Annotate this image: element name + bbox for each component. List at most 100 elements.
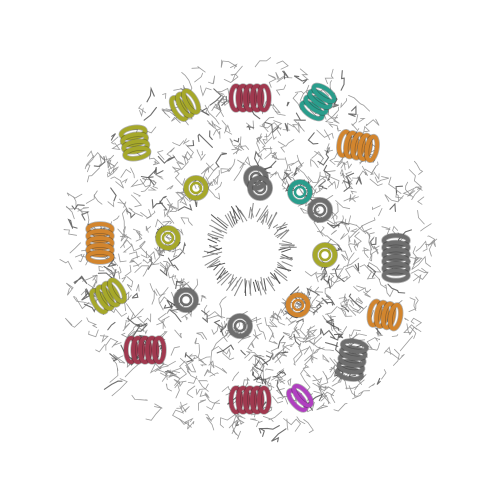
helix-maroon-top [228, 83, 272, 113]
helix-orange-right-lower [366, 298, 404, 332]
side-chain-stick [299, 68, 309, 81]
side-chain-stick [367, 342, 380, 351]
side-chain-stick [192, 344, 200, 360]
side-chain-stick [327, 180, 337, 190]
side-chain-stick [261, 406, 273, 413]
side-chain-stick [180, 358, 191, 370]
side-chain-stick [233, 137, 240, 143]
side-chain-stick [196, 149, 206, 162]
side-chain-stick [154, 246, 165, 255]
side-chain-stick [194, 337, 200, 345]
side-chain-stick [368, 383, 376, 388]
pore-ring-stick [273, 221, 286, 236]
side-chain-stick [290, 345, 293, 348]
side-chain-stick [408, 296, 419, 312]
side-chain-stick [316, 382, 329, 393]
pore-ring-stick [269, 272, 281, 284]
pore-ring-stick [206, 247, 223, 254]
side-chain-stick [253, 374, 264, 385]
side-chain-stick [276, 342, 295, 355]
side-chain-stick [97, 154, 104, 167]
side-chain-stick [107, 201, 115, 208]
side-chain-stick [262, 133, 273, 145]
helix-maroon-bottom [228, 385, 272, 415]
side-chain-stick [81, 292, 91, 301]
side-chain-stick [206, 399, 220, 411]
side-chain-stick [272, 395, 284, 404]
side-chain-stick [286, 418, 289, 431]
side-chain-stick [166, 185, 174, 190]
side-chain-stick [121, 178, 128, 184]
side-chain-stick [278, 371, 287, 376]
side-chain-stick [349, 299, 362, 313]
side-chain-stick [164, 369, 175, 375]
side-chain-stick [105, 155, 118, 175]
side-chain-stick [311, 185, 324, 194]
side-chain-stick [340, 70, 345, 91]
side-chain-stick [184, 417, 194, 428]
side-chain-stick [323, 164, 331, 182]
side-chain-stick [368, 232, 375, 251]
side-chain-stick [151, 245, 161, 266]
side-chain-stick [259, 122, 282, 131]
side-chain-stick [276, 380, 283, 397]
side-chain-stick [180, 217, 193, 226]
side-chain-stick [410, 317, 423, 327]
side-chain-stick [337, 306, 347, 317]
side-chain-stick [197, 380, 209, 392]
side-chain-stick [220, 59, 237, 68]
pore-ring-stick [224, 214, 233, 228]
side-chain-stick [179, 405, 190, 413]
side-chain-stick [166, 367, 182, 381]
side-chain-stick [208, 75, 216, 85]
side-chain-stick [320, 375, 329, 386]
side-chain-stick [216, 344, 234, 354]
side-chain-stick [152, 180, 158, 189]
side-chain-stick [310, 158, 319, 168]
side-chain-stick [81, 211, 89, 221]
pore-ring-stick [276, 229, 288, 239]
helix-magenta-bottom [285, 383, 315, 413]
side-chain-stick [277, 139, 295, 147]
side-chain-stick [403, 324, 417, 333]
side-chain-stick [119, 198, 129, 212]
side-chain-stick [304, 337, 316, 343]
side-chain-stick [354, 391, 359, 397]
side-chain-stick [329, 333, 344, 341]
side-chain-stick [337, 157, 347, 166]
side-chain-stick [113, 215, 120, 222]
side-chain-stick [84, 150, 94, 170]
side-chain-stick [130, 178, 147, 188]
side-chain-stick [299, 322, 308, 339]
pore-ring-stick [281, 261, 293, 267]
side-chain-stick [242, 376, 251, 387]
side-chain-stick [350, 190, 357, 195]
side-chain-stick [103, 380, 123, 390]
side-chain-stick [88, 329, 99, 338]
side-chain-stick [110, 187, 117, 202]
side-chain-stick [140, 250, 148, 259]
pore-ring-stick [248, 206, 252, 219]
side-chain-stick [340, 302, 349, 306]
pore-ring-stick [213, 262, 221, 271]
side-chain-stick [219, 323, 228, 333]
side-chain-stick [325, 306, 338, 315]
side-chain-stick [345, 171, 352, 180]
side-chain-stick [142, 177, 147, 181]
side-chain-stick [166, 307, 178, 314]
side-chain-stick [213, 319, 224, 336]
pore-ring-stick [250, 208, 254, 218]
side-chain-stick [294, 120, 302, 129]
side-chain-stick [385, 350, 405, 360]
side-chain-stick [63, 229, 77, 236]
side-chain-stick [284, 162, 295, 172]
side-chain-stick [352, 391, 363, 400]
pore-ring-stick [216, 267, 226, 281]
side-chain-stick [334, 161, 343, 167]
side-chain-stick [204, 315, 210, 320]
side-chain-stick [124, 264, 132, 277]
side-chain-stick [161, 108, 174, 115]
side-chain-stick [211, 104, 222, 117]
side-chain-stick [343, 293, 348, 308]
inner-gray-4 [247, 175, 273, 201]
